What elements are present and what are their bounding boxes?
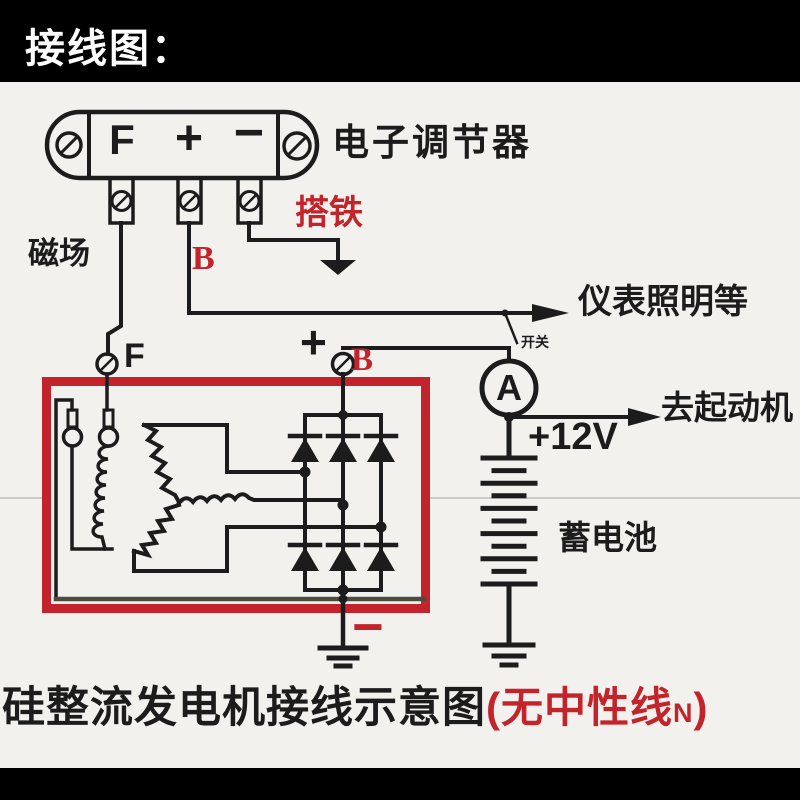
to-starter-label: 去起动机 xyxy=(661,389,793,426)
b-wire-label: B xyxy=(192,240,215,277)
battery-symbol xyxy=(480,412,538,648)
page-title: 接线图： xyxy=(25,27,193,71)
generator-output-wire xyxy=(341,346,511,363)
gen-b-terminal xyxy=(330,351,356,417)
instruments-label: 仪表照明等 xyxy=(578,283,748,321)
caption-note-suffix: ) xyxy=(693,684,709,731)
top-letterbox-bar xyxy=(0,0,800,82)
battery-label: 蓄电池 xyxy=(558,519,657,556)
regulator-ground-wire xyxy=(247,221,340,261)
diode-row-bottom xyxy=(287,542,399,571)
ground-symbol-top xyxy=(320,260,356,275)
battery-ground-symbol xyxy=(482,642,536,668)
regulator-terminal-minus: − xyxy=(233,104,265,162)
rectifier-bridge xyxy=(287,410,399,604)
generator-ground-symbol xyxy=(317,587,369,669)
regulator-terminals xyxy=(108,176,263,225)
caption-note-n: N xyxy=(673,698,694,728)
generator-f-label: F xyxy=(124,337,145,375)
gen-f-terminal xyxy=(95,352,119,376)
diode-row-top xyxy=(287,433,399,462)
bottom-letterbox-bar xyxy=(0,768,800,800)
ammeter-letter: A xyxy=(496,367,522,408)
starter-arrow xyxy=(628,408,661,426)
generator-plus-label: + xyxy=(300,316,327,368)
regulator-terminal-f: F xyxy=(109,116,135,163)
generator-minus-label: − xyxy=(352,597,384,657)
switch-symbol xyxy=(501,309,519,345)
regulator-terminal-plus: + xyxy=(174,112,204,165)
regulator-label: 电子调节器 xyxy=(332,122,532,163)
field-wire xyxy=(106,221,123,356)
rotor-field-winding xyxy=(54,372,120,599)
caption-main: 硅整流发电机接线示意图 xyxy=(2,684,486,732)
generator-b-label: B xyxy=(351,342,374,378)
voltage-label: +12V xyxy=(528,416,618,458)
caption: 硅整流发电机接线示意图(无中性线N) xyxy=(2,684,709,732)
instruments-arrow xyxy=(532,304,569,322)
switch-label: 开关 xyxy=(521,334,549,350)
b-wire xyxy=(187,221,534,315)
caption-note-prefix: (无中性线 xyxy=(486,684,673,731)
stator-winding xyxy=(131,422,383,573)
field-label: 磁场 xyxy=(28,236,90,271)
ground-label: 搭铁 xyxy=(295,194,363,232)
